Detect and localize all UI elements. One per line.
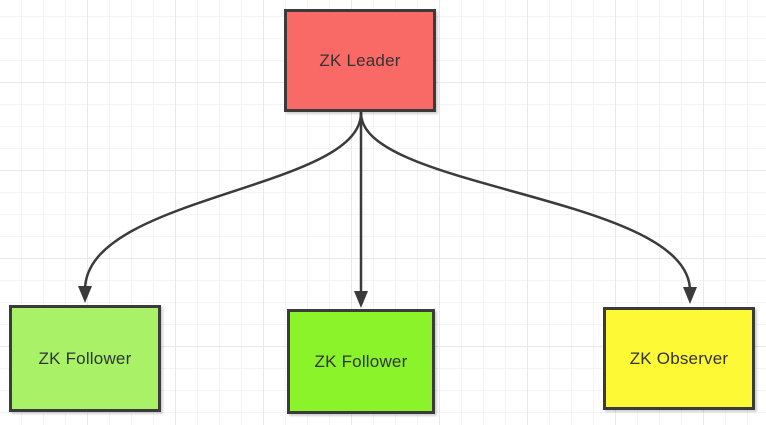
node-zk-observer[interactable]: ZK Observer [603,307,755,410]
node-zk-follower-1-label: ZK Follower [38,348,132,368]
arrowhead-right [683,287,697,304]
node-zk-follower-1[interactable]: ZK Follower [9,305,161,412]
edge-leader-to-observer[interactable] [359,111,697,304]
node-zk-leader[interactable]: ZK Leader [284,9,436,112]
arrowhead-middle [354,291,368,308]
node-zk-observer-label: ZK Observer [629,348,729,368]
node-zk-leader-label: ZK Leader [319,50,401,70]
arrowhead-left [78,286,92,303]
edge-leader-to-follower-1[interactable] [78,111,363,303]
edge-curve-left[interactable] [83,111,363,292]
edge-leader-to-follower-2[interactable] [354,111,368,308]
edge-curve-right[interactable] [359,111,692,293]
node-zk-follower-2-label: ZK Follower [314,351,408,371]
node-zk-follower-2[interactable]: ZK Follower [287,309,435,414]
